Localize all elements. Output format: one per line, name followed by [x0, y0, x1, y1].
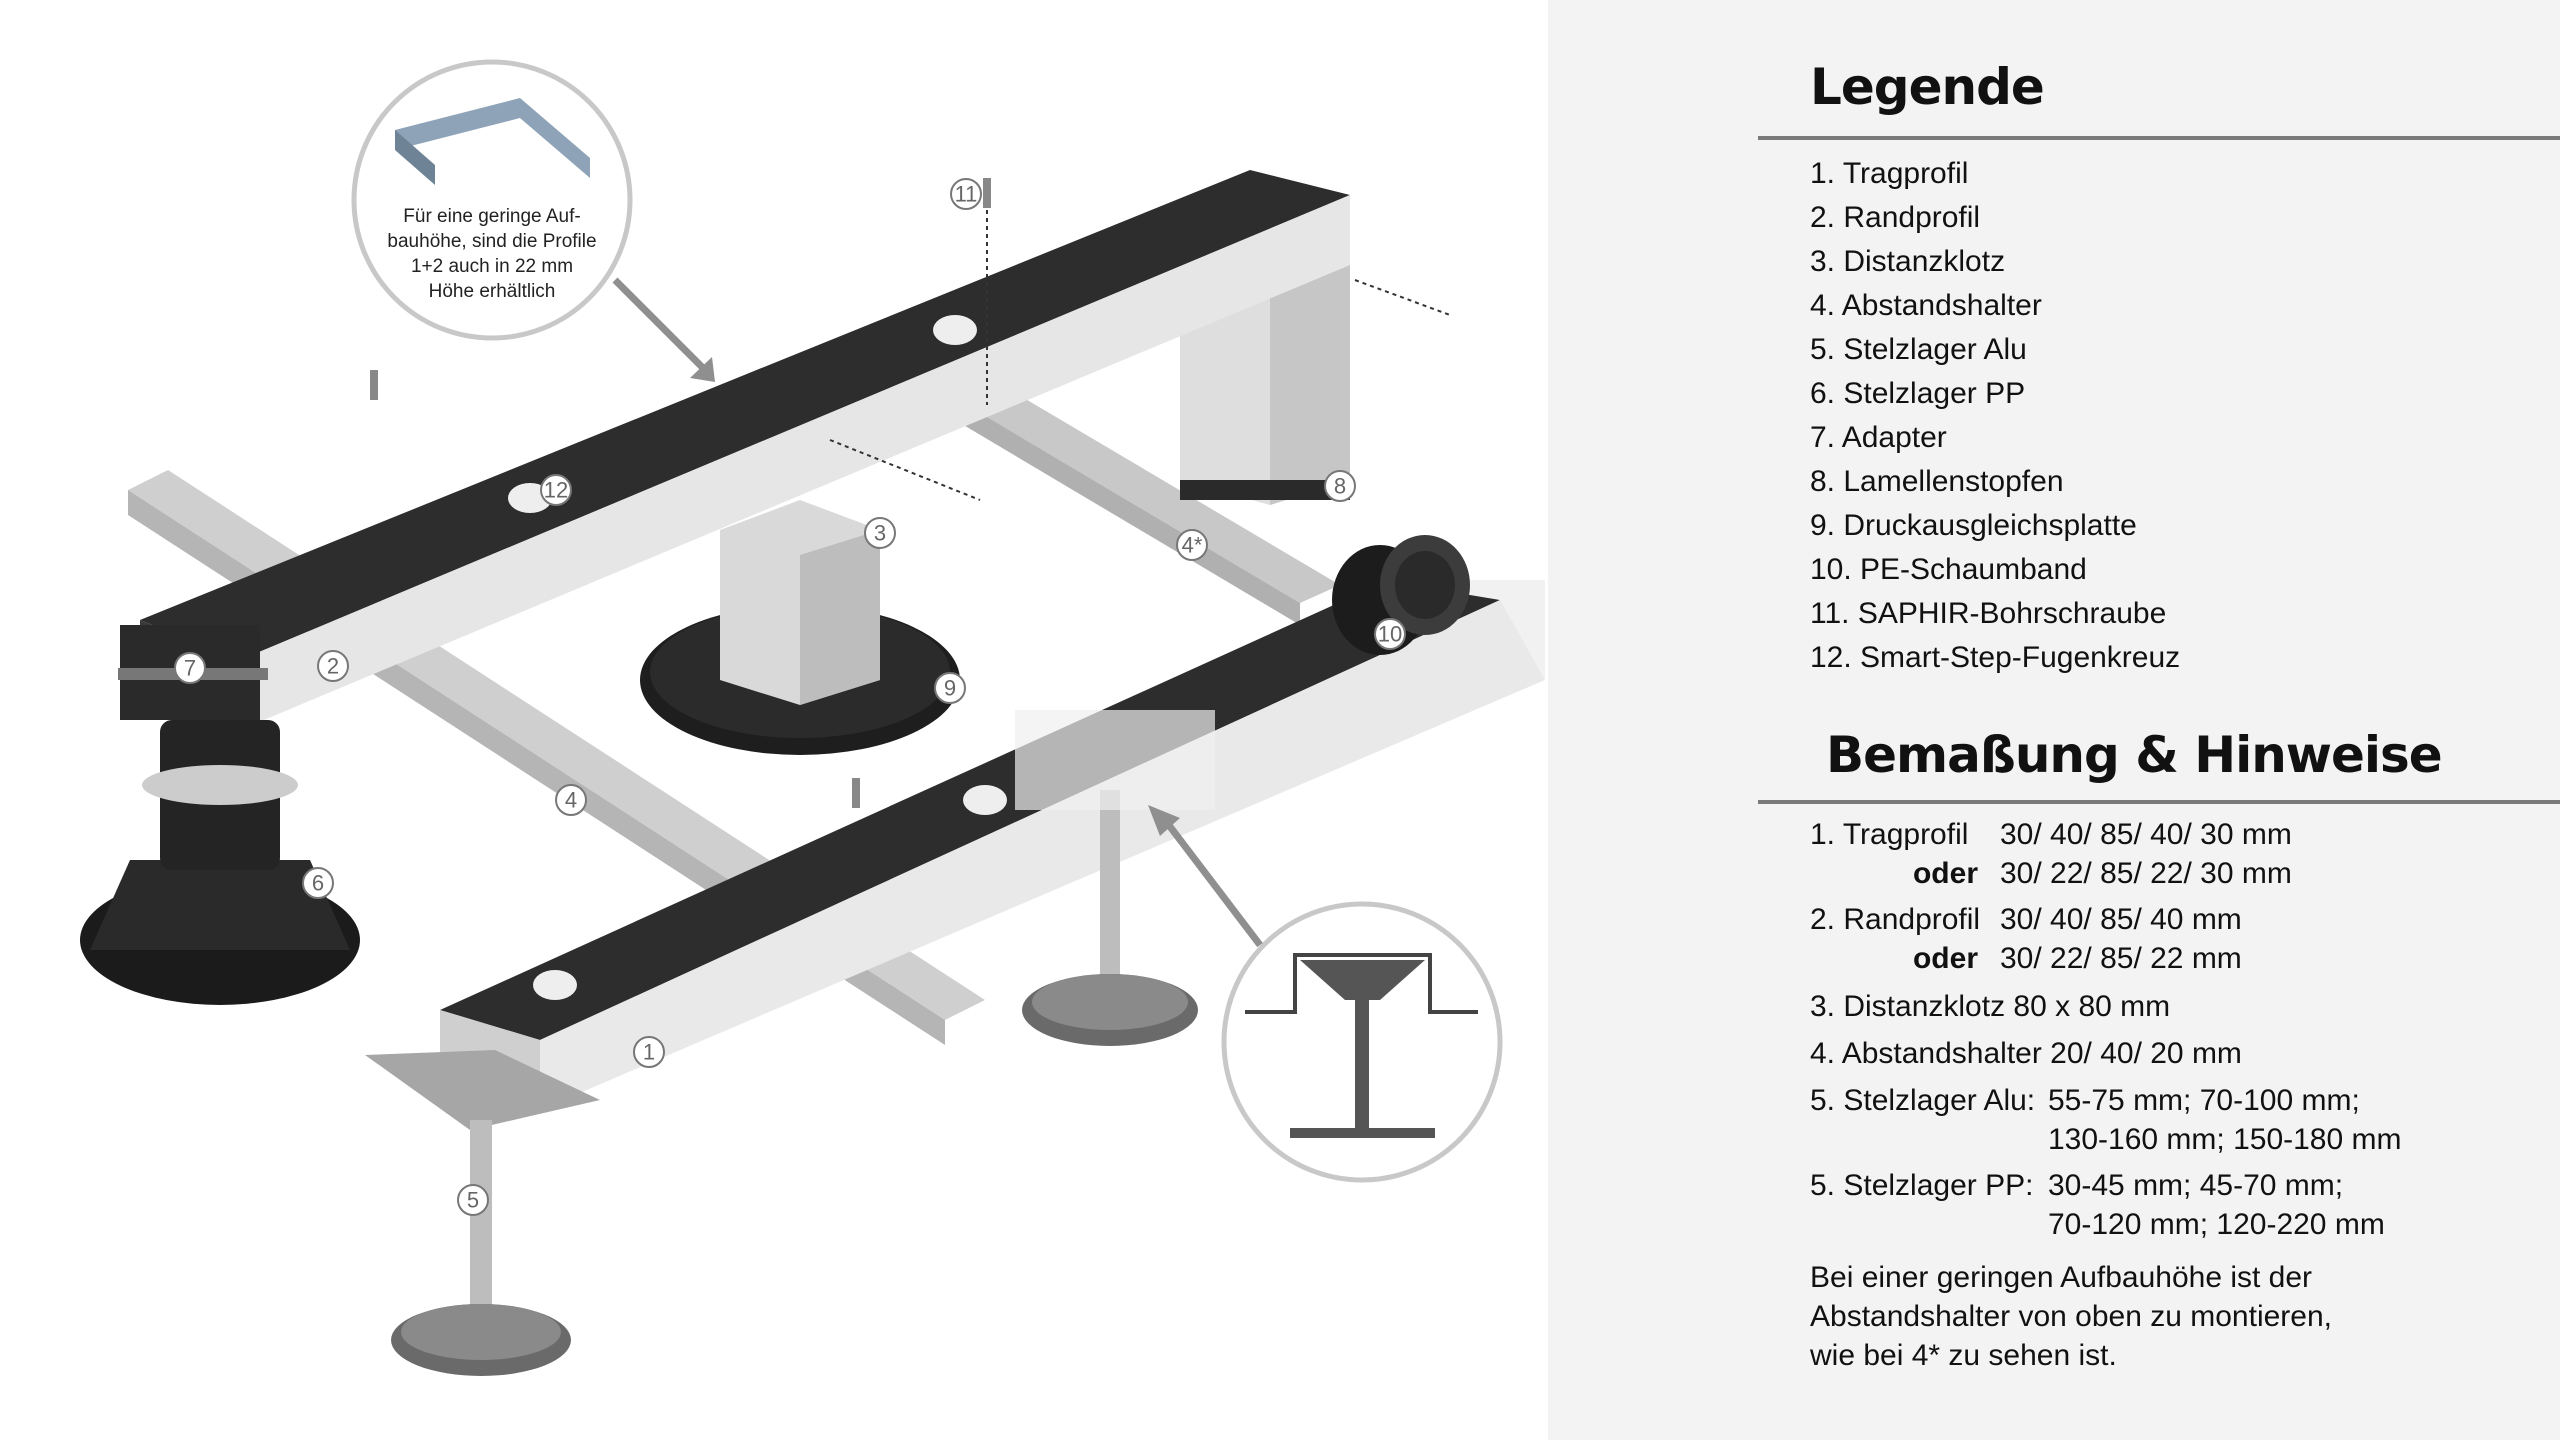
dim-alt-value: 30/ 22/ 85/ 22/ 30 mm: [2000, 857, 2292, 890]
number-badge-10: 10: [1374, 618, 1406, 650]
dim-value: 30/ 40/ 85/ 40 mm: [2000, 903, 2242, 936]
svg-text:7: 7: [184, 656, 196, 681]
legend-divider: [1758, 136, 2560, 140]
legend-item: 11. SAPHIR-Bohrschraube: [1810, 597, 2167, 630]
legend-item: 7. Adapter: [1810, 421, 1947, 454]
dim-alt-label: oder: [1912, 857, 1978, 890]
legend-item: 8. Lamellenstopfen: [1810, 465, 2064, 498]
note-line: Abstandshalter von oben zu montieren,: [1810, 1300, 2332, 1333]
dim-label: 5. Stelzlager Alu:: [1810, 1084, 2036, 1117]
legend-item: 3. Distanzklotz: [1810, 245, 2006, 278]
part-numbers: 1 2 3 4 4* 5 6 7 8 9 10 11 12: [174, 178, 1406, 1216]
adapter-callout: [1148, 805, 1503, 1183]
legend-item: 5. Stelzlager Alu: [1810, 333, 2027, 366]
dimensions-title: Bemaßung & Hinweise: [1826, 726, 2443, 784]
legend-item: 2. Randprofil: [1810, 201, 1981, 234]
legend-item: 12. Smart-Step-Fugenkreuz: [1810, 641, 2181, 674]
legend-item: 4. Abstandshalter: [1810, 289, 2042, 322]
svg-text:11: 11: [955, 182, 978, 207]
dim-value: 30/ 40/ 85/ 40/ 30 mm: [2000, 818, 2292, 851]
legend-list: 1. Tragprofil 2. Randprofil 3. Distanzkl…: [1810, 152, 2180, 680]
dim-label: 5. Stelzlager PP:: [1810, 1169, 2034, 1202]
svg-text:12: 12: [544, 478, 568, 503]
svg-text:6: 6: [312, 871, 324, 896]
legend-item: 9. Druckausgleichsplatte: [1810, 509, 2137, 542]
number-badge-7: 7: [174, 652, 206, 684]
svg-text:3: 3: [874, 521, 886, 546]
screws: [370, 178, 1451, 808]
svg-text:8: 8: [1334, 474, 1346, 499]
pedestal-pp: [80, 625, 360, 1005]
dim-row-randprofil: 2. Randprofil 30/ 40/ 85/ 40 mm oder 30/ 2…: [1810, 900, 2242, 978]
dim-value: 30-45 mm; 45-70 mm;: [2048, 1169, 2344, 1202]
dim-row-tragprofil: 1. Tragprofil 30/ 40/ 85/ 40/ 30 mm oder 3…: [1810, 815, 2292, 893]
callout-line-3: 1+2 auch in 22 mm: [411, 256, 573, 277]
svg-text:1: 1: [643, 1040, 655, 1065]
dim-row-abstandshalter: 4. Abstandshalter 20/ 40/ 20 mm: [1810, 1037, 2242, 1070]
pedestal-alu-front: [365, 1050, 600, 1376]
legend-title: Legende: [1810, 58, 2045, 116]
svg-text:10: 10: [1378, 622, 1402, 647]
foam-roll: [1332, 535, 1470, 655]
number-badge-12: 12: [540, 474, 572, 506]
svg-text:2: 2: [327, 654, 339, 679]
dim-row-stelzlager-pp: 5. Stelzlager PP: 30-45 mm; 45-70 mm; 70-…: [1810, 1166, 2385, 1244]
dim-value: 55-75 mm; 70-100 mm;: [2048, 1084, 2360, 1117]
distance-block: [720, 500, 880, 705]
number-badge-4: 4: [555, 784, 587, 816]
dim-value: 130-160 mm; 150-180 mm: [2048, 1123, 2402, 1156]
dim-alt-label: oder: [1912, 942, 1978, 975]
note-line: wie bei 4* zu sehen ist.: [1810, 1339, 2117, 1372]
profile-callout: Für eine geringe Auf- bauhöhe, sind die …: [351, 59, 715, 382]
svg-text:4: 4: [565, 788, 577, 813]
callout-line-2: bauhöhe, sind die Profile: [387, 231, 596, 252]
svg-text:4*: 4*: [1182, 533, 1203, 558]
number-badge-5: 5: [457, 1184, 489, 1216]
number-badge-6: 6: [302, 867, 334, 899]
svg-text:9: 9: [944, 676, 956, 701]
assembly-note: Bei einer geringen Aufbauhöhe ist der Ab…: [1810, 1258, 2332, 1375]
number-badge-4-star: 4*: [1176, 529, 1208, 561]
svg-text:5: 5: [467, 1188, 479, 1213]
legend-item: 1. Tragprofil: [1810, 157, 1969, 190]
dim-row-stelzlager-alu: 5. Stelzlager Alu: 55-75 mm; 70-100 mm; 1…: [1810, 1081, 2402, 1159]
number-badge-2: 2: [317, 650, 349, 682]
callout-line-4: Höhe erhältlich: [429, 281, 556, 302]
dim-value: 70-120 mm; 120-220 mm: [2048, 1208, 2385, 1241]
dim-alt-value: 30/ 22/ 85/ 22 mm: [2000, 942, 2242, 975]
dim-label: 2. Randprofil: [1810, 903, 1981, 936]
number-badge-8: 8: [1324, 470, 1356, 502]
assembly-diagram: Für eine geringe Auf- bauhöhe, sind die …: [80, 59, 1545, 1376]
number-badge-1: 1: [633, 1036, 665, 1068]
note-line: Bei einer geringen Aufbauhöhe ist der: [1810, 1261, 2313, 1294]
number-badge-3: 3: [864, 517, 896, 549]
legend-item: 10. PE-Schaumband: [1810, 553, 2087, 586]
callout-line-1: Für eine geringe Auf-: [403, 206, 580, 227]
number-badge-9: 9: [934, 672, 966, 704]
dim-label: 1. Tragprofil: [1810, 818, 1969, 851]
spacer-bar-top: [945, 375, 1340, 625]
dimensions-divider: [1758, 800, 2560, 804]
legend-item: 6. Stelzlager PP: [1810, 377, 2026, 410]
info-panel: Legende 1. Tragprofil 2. Randprofil 3. D…: [1548, 0, 2560, 1440]
dim-row-distanzklotz: 3. Distanzklotz 80 x 80 mm: [1810, 990, 2171, 1023]
pedestal-alu-middle: [1015, 710, 1215, 1046]
number-badge-11: 11: [950, 178, 982, 210]
